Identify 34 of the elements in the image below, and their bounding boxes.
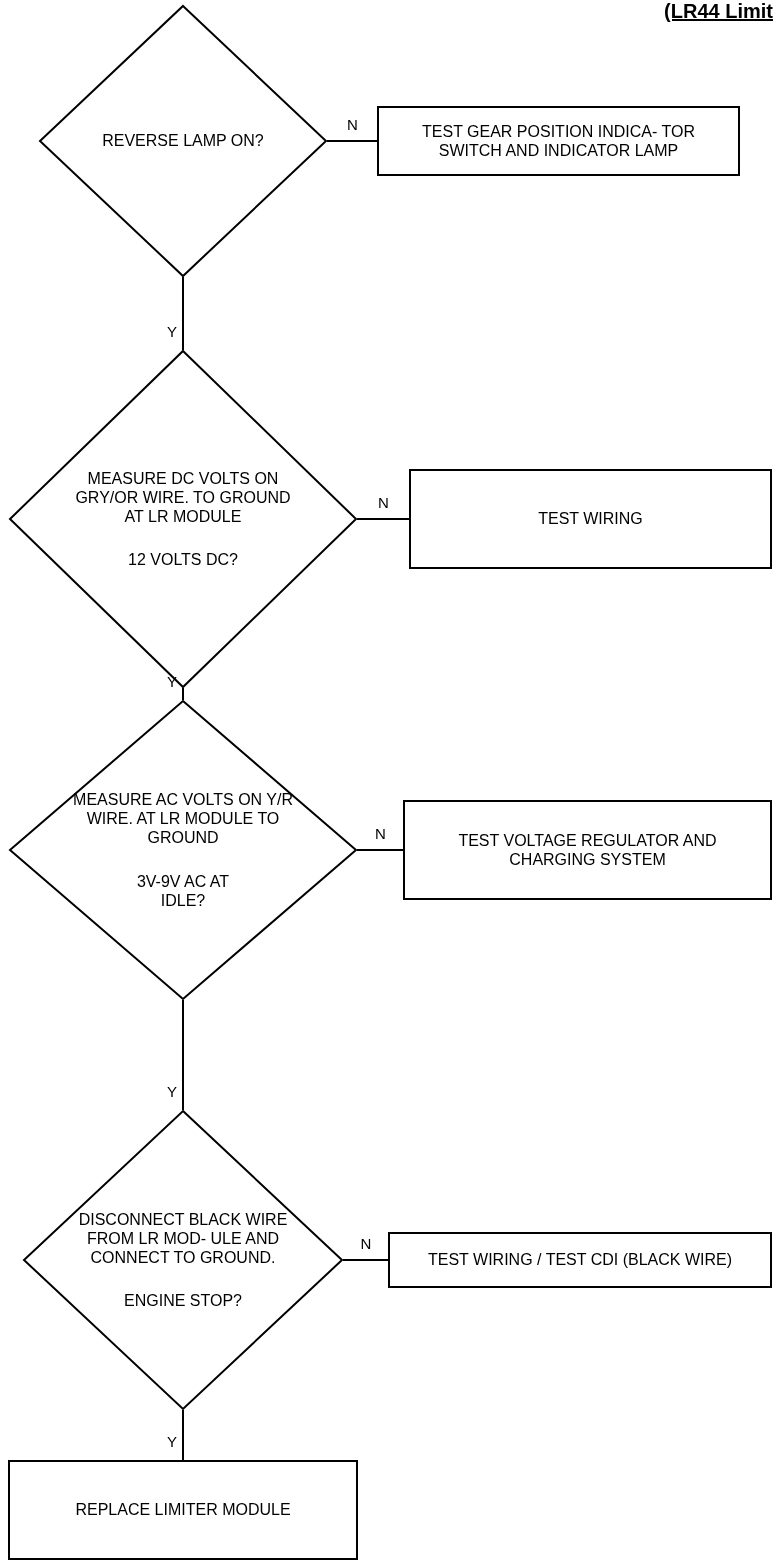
node-text: TEST GEAR POSITION INDICA- TOR SWITCH AND INDICATOR LAMP [421, 121, 696, 161]
process-box [403, 800, 772, 900]
edge-label: N [375, 826, 386, 841]
edge-label: N [360, 1236, 372, 1251]
process-box [388, 1232, 772, 1288]
process-box [377, 106, 740, 176]
edge-label: N [378, 495, 389, 510]
connector-line [326, 140, 378, 142]
connector-line [342, 1259, 389, 1261]
process-box [8, 1460, 358, 1560]
question-text: 12 VOLTS DC? [128, 550, 238, 570]
edge-label: N [347, 117, 358, 132]
edge-label: Y [167, 674, 177, 689]
node-text: TEST VOLTAGE REGULATOR AND CHARGING SYSTEM [457, 830, 718, 870]
node-text: TEST WIRING [538, 509, 643, 529]
node-text: REVERSE LAMP ON? [102, 131, 264, 151]
connector-line [182, 999, 184, 1111]
node-text: MEASURE DC VOLTS ON GRY/OR WIRE. TO GROUND AT LR MODULE [74, 468, 292, 527]
question-text: 3V-9V AC AT IDLE? [135, 871, 231, 910]
node-text: DISCONNECT BLACK WIRE FROM LR MOD- ULE AND CONNECT TO GROUND. [77, 1209, 289, 1268]
question-text: ENGINE STOP? [124, 1291, 242, 1311]
node-text: TEST WIRING / TEST CDI (BLACK WIRE) [428, 1250, 732, 1270]
connector-line [182, 276, 184, 351]
edge-label: Y [167, 1434, 177, 1449]
title: (LR44 Limit [664, 0, 773, 23]
edge-label: Y [167, 324, 177, 339]
connector-line [182, 1409, 184, 1461]
connector-line [182, 687, 184, 701]
node-text: REPLACE LIMITER MODULE [75, 1500, 291, 1520]
connector-line [356, 518, 410, 520]
node-text: MEASURE AC VOLTS ON Y/R WIRE. AT LR MODULE TO GROUND [72, 790, 294, 848]
edge-label: Y [167, 1084, 177, 1099]
connector-line [356, 849, 404, 851]
process-box [409, 469, 772, 569]
